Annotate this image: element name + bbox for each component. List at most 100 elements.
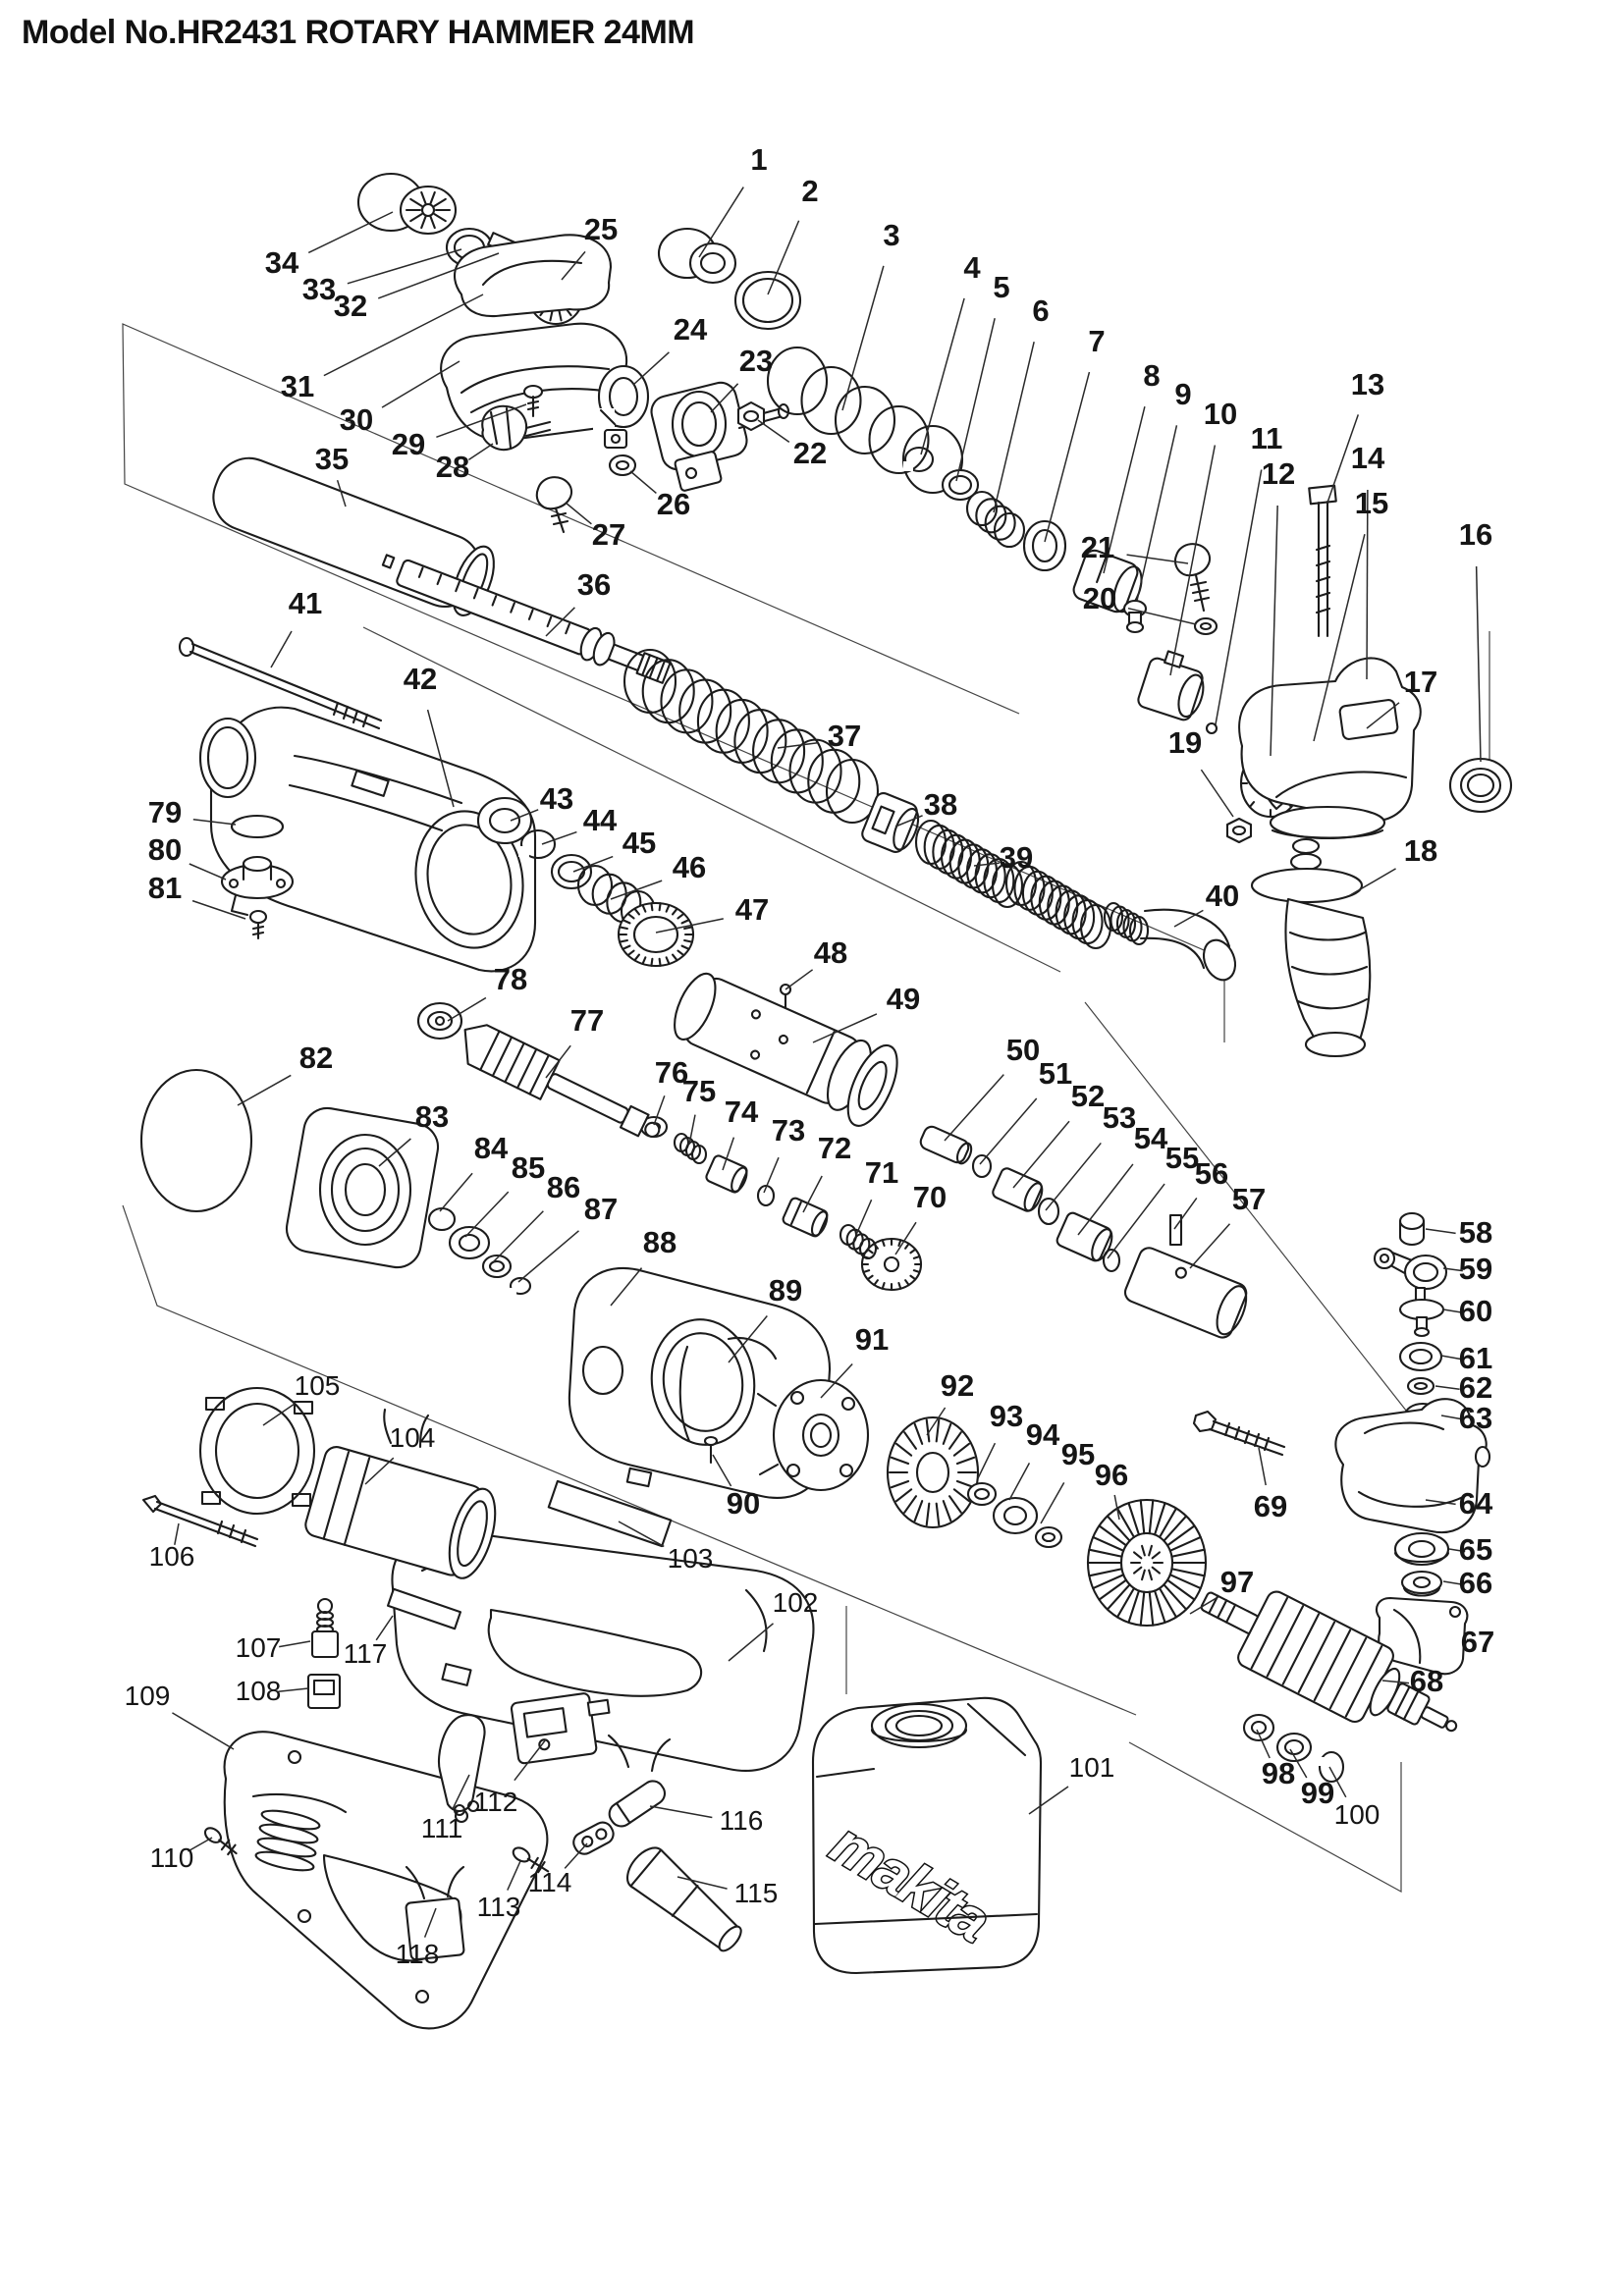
leader-line bbox=[507, 1860, 521, 1891]
part-label: 67 bbox=[1461, 1625, 1494, 1659]
part-label: 115 bbox=[734, 1878, 779, 1908]
leader-line bbox=[1040, 1481, 1065, 1524]
part-label: 27 bbox=[592, 517, 625, 552]
part-label: 3 bbox=[883, 218, 899, 252]
part-label: 28 bbox=[436, 450, 469, 484]
leader-line bbox=[1256, 1729, 1271, 1759]
leader-line bbox=[492, 1210, 544, 1263]
part-label: 64 bbox=[1459, 1486, 1493, 1521]
leader-line bbox=[1440, 1415, 1463, 1420]
leader-line bbox=[510, 809, 539, 822]
leader-line bbox=[174, 1522, 180, 1545]
leader-line bbox=[993, 342, 1035, 513]
leader-line bbox=[1442, 1267, 1463, 1272]
part-label: 91 bbox=[855, 1322, 889, 1357]
leader-line bbox=[618, 1521, 665, 1548]
part-label: 69 bbox=[1254, 1489, 1287, 1523]
part-sketch bbox=[405, 1692, 742, 1961]
part-label: 38 bbox=[924, 787, 957, 822]
leader-line bbox=[820, 1362, 853, 1399]
leader-line bbox=[655, 918, 724, 934]
part-label: 97 bbox=[1220, 1565, 1254, 1599]
leader-line bbox=[1366, 489, 1369, 680]
part-sketch bbox=[623, 648, 1237, 982]
leader-line bbox=[1200, 769, 1234, 818]
part-label: 41 bbox=[289, 586, 322, 620]
part-label: 98 bbox=[1262, 1756, 1295, 1790]
part-label: 17 bbox=[1404, 665, 1437, 699]
leader-line bbox=[728, 1623, 774, 1662]
leader-line bbox=[728, 1315, 768, 1363]
part-label: 34 bbox=[265, 245, 299, 280]
leader-line bbox=[712, 1454, 732, 1487]
part-label: 29 bbox=[392, 427, 425, 461]
part-label: 88 bbox=[643, 1225, 677, 1259]
part-label: 45 bbox=[623, 826, 656, 860]
leader-line bbox=[565, 502, 592, 525]
leader-line bbox=[649, 1805, 713, 1819]
part-label: 19 bbox=[1168, 725, 1202, 760]
part-label: 8 bbox=[1143, 358, 1160, 393]
leader-line bbox=[279, 1640, 311, 1648]
leader-lines bbox=[172, 187, 1482, 1938]
part-label: 5 bbox=[993, 270, 1009, 304]
part-label: 103 bbox=[668, 1543, 714, 1574]
part-label: 111 bbox=[421, 1813, 463, 1843]
leader-line bbox=[378, 1138, 411, 1167]
part-label: 57 bbox=[1232, 1182, 1266, 1216]
part-sketch bbox=[1173, 543, 1253, 844]
leader-line bbox=[1173, 1197, 1198, 1230]
leader-line bbox=[610, 1267, 643, 1307]
part-label: 100 bbox=[1334, 1799, 1380, 1830]
part-label: 102 bbox=[773, 1587, 819, 1618]
part-label: 9 bbox=[1174, 377, 1191, 411]
leader-line bbox=[1435, 1385, 1460, 1390]
leader-line bbox=[710, 383, 739, 413]
leader-line bbox=[1328, 1766, 1347, 1798]
part-label: 74 bbox=[725, 1095, 759, 1129]
part-label: 72 bbox=[818, 1131, 851, 1165]
leader-line bbox=[307, 211, 394, 254]
part-label: 53 bbox=[1103, 1100, 1136, 1135]
part-sketch bbox=[306, 1597, 342, 1710]
part-label: 76 bbox=[655, 1055, 688, 1090]
part-label: 44 bbox=[583, 803, 618, 837]
part-label: 32 bbox=[334, 289, 367, 323]
part-label: 117 bbox=[344, 1638, 388, 1669]
leader-line bbox=[1012, 1120, 1070, 1189]
leader-line bbox=[722, 1137, 735, 1171]
part-label: 110 bbox=[150, 1842, 194, 1873]
part-sketch bbox=[481, 384, 637, 534]
leader-line bbox=[920, 297, 965, 455]
part-label: 63 bbox=[1459, 1401, 1492, 1435]
leader-line bbox=[364, 1457, 395, 1485]
leader-line bbox=[632, 351, 670, 386]
part-sketch bbox=[178, 636, 383, 730]
leader-line bbox=[1189, 1596, 1219, 1615]
leader-line bbox=[447, 996, 487, 1022]
part-label: 15 bbox=[1355, 486, 1388, 520]
tank-sketch: makita bbox=[811, 1696, 1043, 1975]
part-label: 60 bbox=[1459, 1294, 1492, 1328]
leader-line bbox=[436, 403, 527, 439]
leader-line bbox=[262, 1402, 297, 1426]
leader-line bbox=[172, 1712, 235, 1750]
leader-line bbox=[561, 250, 586, 281]
leader-line bbox=[841, 265, 885, 411]
part-sketch bbox=[1200, 1590, 1458, 1784]
part-label: 56 bbox=[1195, 1156, 1228, 1191]
leader-line bbox=[1440, 1355, 1463, 1361]
leader-line bbox=[1103, 405, 1146, 574]
part-label: 81 bbox=[148, 871, 182, 905]
leader-line bbox=[189, 863, 227, 881]
leader-line bbox=[1381, 1680, 1410, 1684]
part-label: 107 bbox=[236, 1632, 282, 1663]
part-label: 85 bbox=[512, 1150, 545, 1185]
leader-line bbox=[423, 1907, 437, 1938]
leader-line bbox=[1136, 425, 1178, 602]
leader-line bbox=[439, 1172, 473, 1212]
part-sketch bbox=[476, 796, 898, 1127]
leader-line bbox=[514, 1738, 547, 1782]
part-label: 16 bbox=[1459, 517, 1492, 552]
part-sketch bbox=[416, 1001, 923, 1292]
